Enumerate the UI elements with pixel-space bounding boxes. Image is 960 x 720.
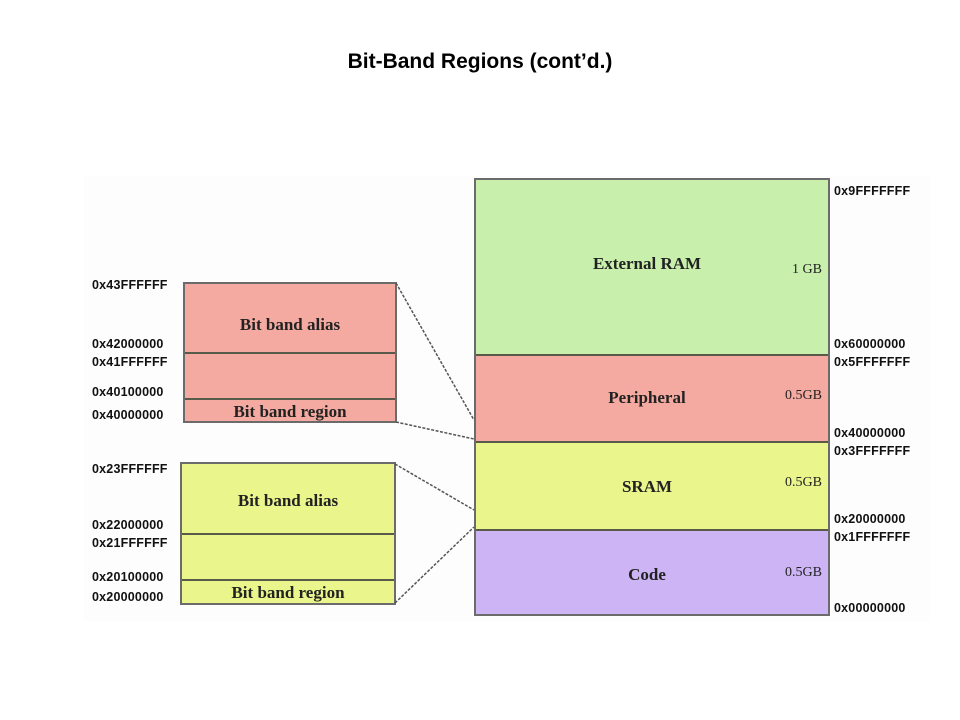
- address-label: 0x43FFFFFF: [92, 278, 168, 292]
- sram-bitband-region-label: Bit band region: [231, 583, 345, 602]
- region-size-code: 0.5GB: [785, 565, 822, 580]
- region-external-ram: External RAM 1 GB: [476, 180, 828, 354]
- region-label-external-ram: External RAM: [592, 254, 702, 273]
- region-sram: SRAM 0.5GB: [476, 441, 828, 529]
- divider: [182, 533, 394, 535]
- peripheral-bitband-alias-label: Bit band alias: [239, 315, 341, 334]
- address-label: 0x40100000: [92, 385, 164, 399]
- address-label: 0x40000000: [92, 408, 164, 422]
- address-code-end: 0x1FFFFFFF: [834, 530, 911, 544]
- address-code-start: 0x00000000: [834, 601, 906, 615]
- divider: [182, 579, 394, 581]
- region-size-peripheral: 0.5GB: [785, 388, 822, 403]
- address-sram-end: 0x3FFFFFFF: [834, 444, 911, 458]
- slide-title: Bit-Band Regions (cont’d.): [347, 50, 613, 73]
- region-label-sram: SRAM: [621, 477, 673, 496]
- region-peripheral: Peripheral 0.5GB: [476, 354, 828, 441]
- region-size-sram: 0.5GB: [785, 475, 822, 490]
- region-label-code: Code: [628, 565, 666, 584]
- address-label: 0x20000000: [92, 590, 164, 604]
- region-size-external-ram: 1 GB: [792, 262, 822, 277]
- divider: [185, 398, 395, 400]
- address-label: 0x23FFFFFF: [92, 462, 168, 476]
- peripheral-bitband-region-label: Bit band region: [233, 402, 347, 421]
- address-sram-start: 0x20000000: [834, 512, 906, 526]
- sram-bitband-alias-label: Bit band alias: [237, 491, 339, 510]
- address-per-start: 0x40000000: [834, 426, 906, 440]
- address-label: 0x22000000: [92, 518, 164, 532]
- address-label: 0x20100000: [92, 570, 164, 584]
- address-label: 0x42000000: [92, 337, 164, 351]
- address-ext-end: 0x9FFFFFFF: [834, 184, 911, 198]
- address-label: 0x21FFFFFF: [92, 536, 168, 550]
- peripheral-bitband-detail: Bit band alias Bit band region: [183, 282, 397, 423]
- region-label-peripheral: Peripheral: [608, 388, 686, 407]
- address-per-end: 0x5FFFFFFF: [834, 355, 911, 369]
- address-ext-start: 0x60000000: [834, 337, 906, 351]
- memory-map: External RAM 1 GB Peripheral 0.5GB SRAM …: [474, 178, 830, 616]
- address-label: 0x41FFFFFF: [92, 355, 168, 369]
- divider: [185, 352, 395, 354]
- sram-bitband-detail: Bit band alias Bit band region: [180, 462, 396, 605]
- region-code: Code 0.5GB: [476, 529, 828, 614]
